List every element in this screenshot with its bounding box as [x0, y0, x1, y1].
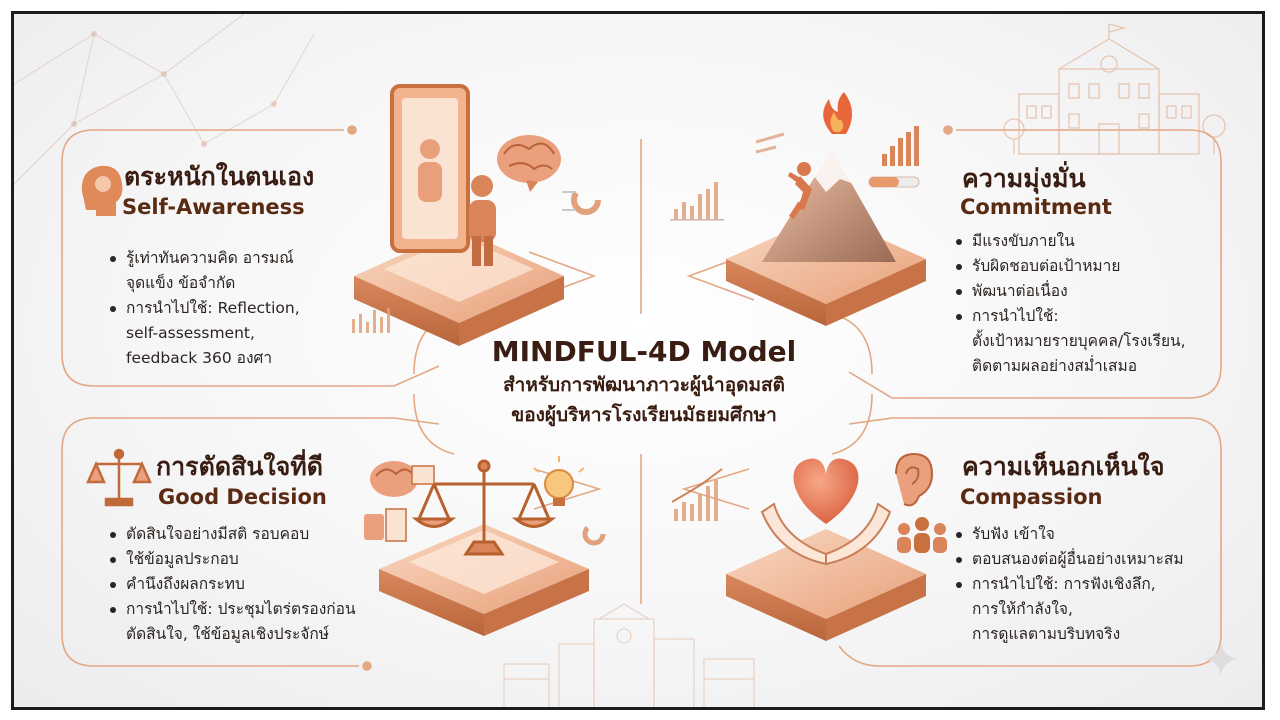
flame-icon	[823, 92, 853, 134]
people-group-icon	[897, 517, 947, 553]
climber-icon	[788, 162, 812, 219]
decoration-layer	[14, 14, 1238, 707]
ear-icon	[895, 452, 934, 507]
list-item: รับผิดชอบต่อเป้าหมาย	[956, 254, 1221, 279]
model-subtitle-line-1: สำหรับการพัฒนาภาวะผู้นำอุดมสติ	[503, 374, 785, 396]
scales-title-icon	[86, 448, 152, 507]
city-skyline-icon	[503, 603, 755, 707]
model-subtitle-line-2: ของผู้บริหารโรงเรียนมัธยมศึกษา	[511, 404, 777, 426]
good-decision-illustration	[364, 456, 606, 636]
sparkle-icon	[1204, 642, 1238, 676]
list-item: มีแรงขับภายใน	[956, 229, 1221, 254]
list-item: การนำไปใช้: ประชุมไตร่ตรองก่อนตัดสินใจ, …	[110, 597, 410, 647]
good-decision-title: การตัดสินใจที่ดี	[156, 452, 323, 481]
head-brain-icon	[81, 165, 123, 216]
self-awareness-illustration	[352, 84, 601, 346]
compassion-illustration	[671, 452, 947, 641]
list-item: พัฒนาต่อเนื่อง	[956, 279, 1221, 304]
school-building-icon	[1003, 23, 1226, 155]
brain-documents-icon	[364, 461, 435, 542]
bar-chart-icon	[670, 182, 724, 221]
heart-icon	[793, 458, 859, 524]
list-item: ตัดสินใจอย่างมีสติ รอบคอบ	[110, 522, 410, 547]
compassion-title: ความเห็นอกเห็นใจ	[962, 452, 1165, 481]
commitment-illustration	[670, 92, 926, 326]
commitment-bullets: มีแรงขับภายใน รับผิดชอบต่อเป้าหมาย พัฒนา…	[956, 229, 1221, 379]
list-item: การนำไปใช้: การฟังเชิงลึก,การให้กำลังใจ,…	[956, 572, 1221, 647]
compassion-bullets: รับฟัง เข้าใจ ตอบสนองต่อผู้อื่นอย่างเหมา…	[956, 522, 1221, 647]
list-item: คำนึงถึงผลกระทบ	[110, 572, 410, 597]
list-item: รู้เท่าทันความคิด อารมณ์จุดแข็ง ข้อจำกัด	[110, 246, 400, 296]
self-awareness-subtitle: Self-Awareness	[122, 195, 305, 219]
self-awareness-title: ตระหนักในตนเอง	[124, 162, 315, 191]
commitment-subtitle: Commitment	[960, 195, 1112, 219]
light-bulb-icon	[533, 456, 585, 506]
progress-bars-icon	[868, 126, 920, 188]
self-awareness-bullets: รู้เท่าทันความคิด อารมณ์จุดแข็ง ข้อจำกัด…	[110, 246, 400, 371]
list-item: ใช้ข้อมูลประกอบ	[110, 547, 410, 572]
center-title-block: MINDFUL-4D Model สำหรับการพัฒนาภาวะผู้นำ…	[414, 334, 874, 430]
good-decision-bullets: ตัดสินใจอย่างมีสติ รอบคอบ ใช้ข้อมูลประกอ…	[110, 522, 410, 647]
network-decoration	[14, 14, 315, 185]
model-title: MINDFUL-4D Model	[491, 335, 797, 368]
good-decision-subtitle: Good Decision	[158, 485, 327, 509]
scales-icon	[411, 459, 557, 556]
list-item: ตอบสนองต่อผู้อื่นอย่างเหมาะสม	[956, 547, 1221, 572]
compassion-subtitle: Compassion	[960, 485, 1103, 509]
commitment-title: ความมุ่งมั่น	[962, 164, 1086, 193]
infographic-frame: ตระหนักในตนเอง Self-Awareness รู้เท่าทัน…	[11, 11, 1265, 710]
list-item: การนำไปใช้:ตั้งเป้าหมายรายบุคคล/โรงเรียน…	[956, 304, 1221, 379]
list-item: การนำไปใช้: Reflection,self-assessment,f…	[110, 296, 400, 371]
hands-icon	[760, 502, 892, 566]
list-item: รับฟัง เข้าใจ	[956, 522, 1221, 547]
rising-chart-icon	[671, 468, 723, 521]
brain-icon	[497, 135, 561, 192]
